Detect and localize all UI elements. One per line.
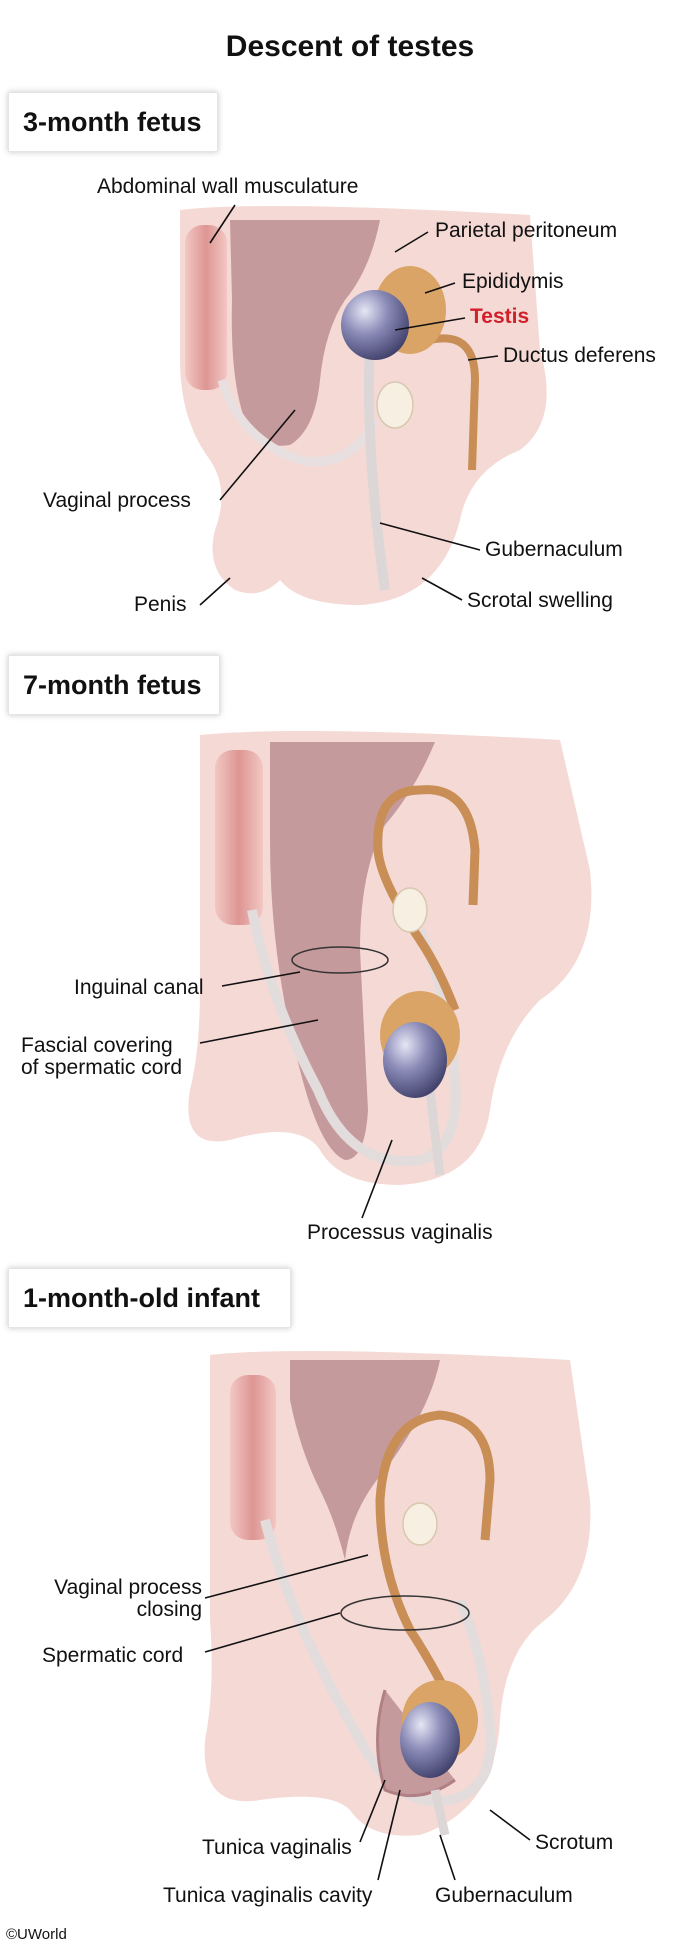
label-gubernaculum-infant: Gubernaculum [435, 1884, 573, 1907]
leader-inguinal-canal [221, 971, 301, 987]
label-scrotum: Scrotum [535, 1831, 614, 1854]
leader-abdominal-wall [209, 204, 236, 244]
appendix-2 [392, 887, 428, 933]
leader-lines [199, 204, 531, 1881]
fascial-covering-3 [260, 1518, 496, 1807]
label-processus-vaginalis: Processus vaginalis [307, 1221, 493, 1244]
testis-3 [400, 1702, 460, 1778]
label-tunica-vaginalis-cavity: Tunica vaginalis cavity [163, 1884, 373, 1907]
label-fascial-covering-line2: of spermatic cord [21, 1056, 183, 1079]
leader-gubernaculum-3 [439, 1834, 456, 1881]
panel-header-1-month-infant: 1-month-old infant [8, 1268, 291, 1328]
spermatic-cord-ring [340, 1595, 470, 1631]
ductus-3 [375, 1410, 495, 1703]
ductus-1 [429, 334, 480, 471]
leader-testis [394, 317, 466, 331]
label-vaginal-closing-line2: closing [136, 1598, 202, 1621]
copyright-notice: ©UWorld [6, 1926, 67, 1943]
gubernaculum-1 [364, 339, 390, 591]
page-title: Descent of testes [225, 30, 475, 63]
label-scrotal-swelling: Scrotal swelling [467, 589, 613, 612]
leader-parietal-peritoneum [394, 231, 429, 253]
leader-penis [199, 577, 231, 606]
leader-scrotum [489, 1809, 531, 1841]
label-inguinal-canal: Inguinal canal [74, 976, 204, 999]
muscle-3 [230, 1375, 276, 1540]
muscle-1 [185, 225, 227, 390]
muscle-2 [215, 750, 263, 925]
label-vaginal-process: Vaginal process [43, 489, 191, 512]
leader-vaginal-closing [204, 1554, 369, 1599]
leader-vaginal-process [219, 409, 296, 501]
leader-gubernaculum [379, 522, 481, 551]
label-ductus-deferens: Ductus deferens [503, 344, 656, 367]
label-epididymis: Epididymis [462, 270, 564, 293]
label-spermatic-cord: Spermatic cord [42, 1644, 184, 1667]
label-fascial-covering-line1: Fascial covering [21, 1034, 173, 1057]
peritoneum-2 [270, 742, 435, 1160]
leader-processus-vaginalis [361, 1139, 393, 1219]
testis-1 [341, 290, 409, 360]
panel-2-drawing [188, 731, 592, 1185]
panel-header-3-month: 3-month fetus [8, 92, 218, 152]
label-penis: Penis [134, 593, 187, 616]
ductus-2 [373, 785, 480, 1012]
peritoneum-1 [230, 220, 380, 446]
inguinal-canal-ring [291, 946, 389, 974]
panel-1-drawing [180, 206, 547, 605]
label-parietal-peritoneum: Parietal peritoneum [435, 219, 618, 242]
leader-fascial-covering [199, 1019, 319, 1044]
appendix-3 [402, 1502, 438, 1546]
leader-spermatic-cord [204, 1612, 341, 1653]
leader-scrotal-swelling [421, 577, 463, 601]
label-vaginal-closing-line1: Vaginal process [54, 1576, 202, 1599]
label-testis: Testis [470, 305, 530, 328]
leader-tunica-cavity [377, 1789, 401, 1881]
leader-ductus-deferens [467, 355, 499, 361]
label-tunica-vaginalis: Tunica vaginalis [202, 1836, 352, 1859]
appendix-1 [376, 381, 414, 429]
testis-2 [383, 1022, 447, 1098]
vaginal-process-1 [217, 378, 380, 467]
gubernaculum-3 [430, 1789, 450, 1836]
label-abdominal-wall: Abdominal wall musculature [97, 175, 359, 198]
leader-epididymis [424, 282, 456, 294]
leader-tunica-vaginalis [359, 1779, 386, 1843]
peritoneum-3 [290, 1360, 440, 1560]
panel-header-7-month: 7-month fetus [8, 655, 220, 715]
panel-3-drawing [204, 1351, 591, 1836]
label-gubernaculum: Gubernaculum [485, 538, 623, 561]
